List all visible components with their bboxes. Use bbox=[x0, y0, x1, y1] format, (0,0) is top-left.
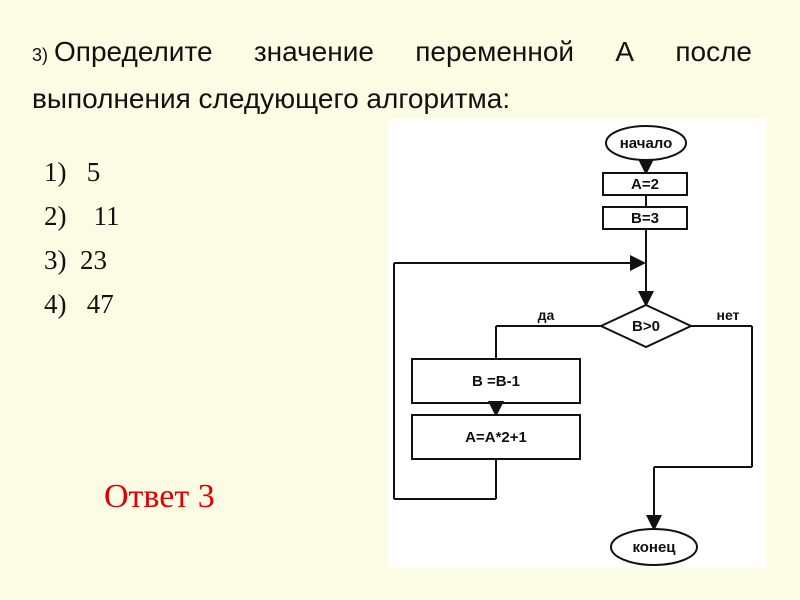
loop-a-update-box bbox=[411, 414, 581, 460]
condition-label: B>0 bbox=[632, 318, 660, 335]
no-branch-label: нет bbox=[717, 307, 740, 323]
option-4-number: 4) bbox=[44, 289, 67, 319]
answer-options: 1) 5 2) 11 3) 23 4) 47 bbox=[44, 150, 120, 326]
option-4-value: 47 bbox=[86, 289, 114, 319]
flowchart: начало A=2 B=3 B>0 да нет B =B-1 A=A*2+1… bbox=[393, 125, 753, 566]
answer-text: Ответ 3 bbox=[104, 478, 215, 515]
option-2[interactable]: 2) 11 bbox=[44, 194, 120, 238]
start-label: начало bbox=[620, 135, 673, 152]
question-number: 3) bbox=[32, 45, 49, 65]
option-1[interactable]: 1) 5 bbox=[44, 150, 120, 194]
option-1-number: 1) bbox=[44, 157, 67, 187]
condition-diamond bbox=[598, 303, 694, 349]
option-1-value: 5 bbox=[86, 157, 101, 187]
end-label: конец bbox=[632, 539, 676, 556]
question-text: 3)Определите значение переменной А после… bbox=[32, 30, 752, 121]
loop-b-decrement-label: B =B-1 bbox=[472, 373, 520, 390]
option-2-value: 11 bbox=[93, 201, 120, 231]
question-line-2: выполнения следующего алгоритма: bbox=[32, 83, 511, 114]
yes-branch-label: да bbox=[538, 307, 555, 323]
step-b-assign-label: B=3 bbox=[631, 210, 659, 227]
end-terminator bbox=[610, 528, 698, 566]
option-4[interactable]: 4) 47 bbox=[44, 282, 120, 326]
option-3[interactable]: 3) 23 bbox=[44, 238, 120, 282]
step-a-assign-label: A=2 bbox=[631, 176, 659, 193]
option-2-number: 2) bbox=[44, 201, 67, 231]
question-line-1-text: Определите значение переменной А после bbox=[54, 36, 752, 67]
question-line-1: 3)Определите значение переменной А после bbox=[32, 30, 752, 77]
flowchart-panel: начало A=2 B=3 B>0 да нет B =B-1 A=A*2+1… bbox=[388, 119, 766, 568]
option-3-value: 23 bbox=[80, 245, 107, 275]
loop-a-update-label: A=A*2+1 bbox=[465, 429, 527, 446]
option-3-number: 3) bbox=[44, 245, 67, 275]
